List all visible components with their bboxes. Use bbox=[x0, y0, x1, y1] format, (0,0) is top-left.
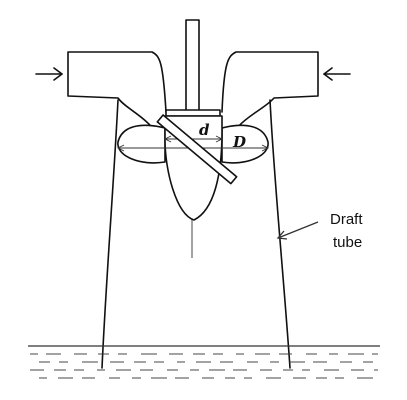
inflow-arrow-right bbox=[323, 67, 351, 81]
tailwater-dashes bbox=[30, 353, 378, 379]
hub-diameter-label: d bbox=[199, 121, 210, 139]
draft-tube-label-line1: Draft bbox=[330, 211, 363, 228]
inclined-blade bbox=[156, 114, 238, 185]
runner-hub bbox=[164, 115, 223, 221]
shaft-collar bbox=[165, 109, 221, 117]
runner-blade-left bbox=[117, 124, 166, 164]
shaft bbox=[185, 19, 200, 113]
draft-tube-wall-right bbox=[269, 99, 291, 369]
draft-tube-wall-left bbox=[101, 99, 119, 369]
hub-diameter-dimension bbox=[163, 135, 224, 143]
runner-diameter-label: D bbox=[232, 133, 246, 151]
draft-tube-pointer-arrow bbox=[276, 221, 319, 240]
draft-tube-label-line2: tube bbox=[333, 234, 362, 251]
inflow-arrow-left bbox=[35, 67, 63, 81]
runner-blade-right bbox=[221, 124, 269, 164]
